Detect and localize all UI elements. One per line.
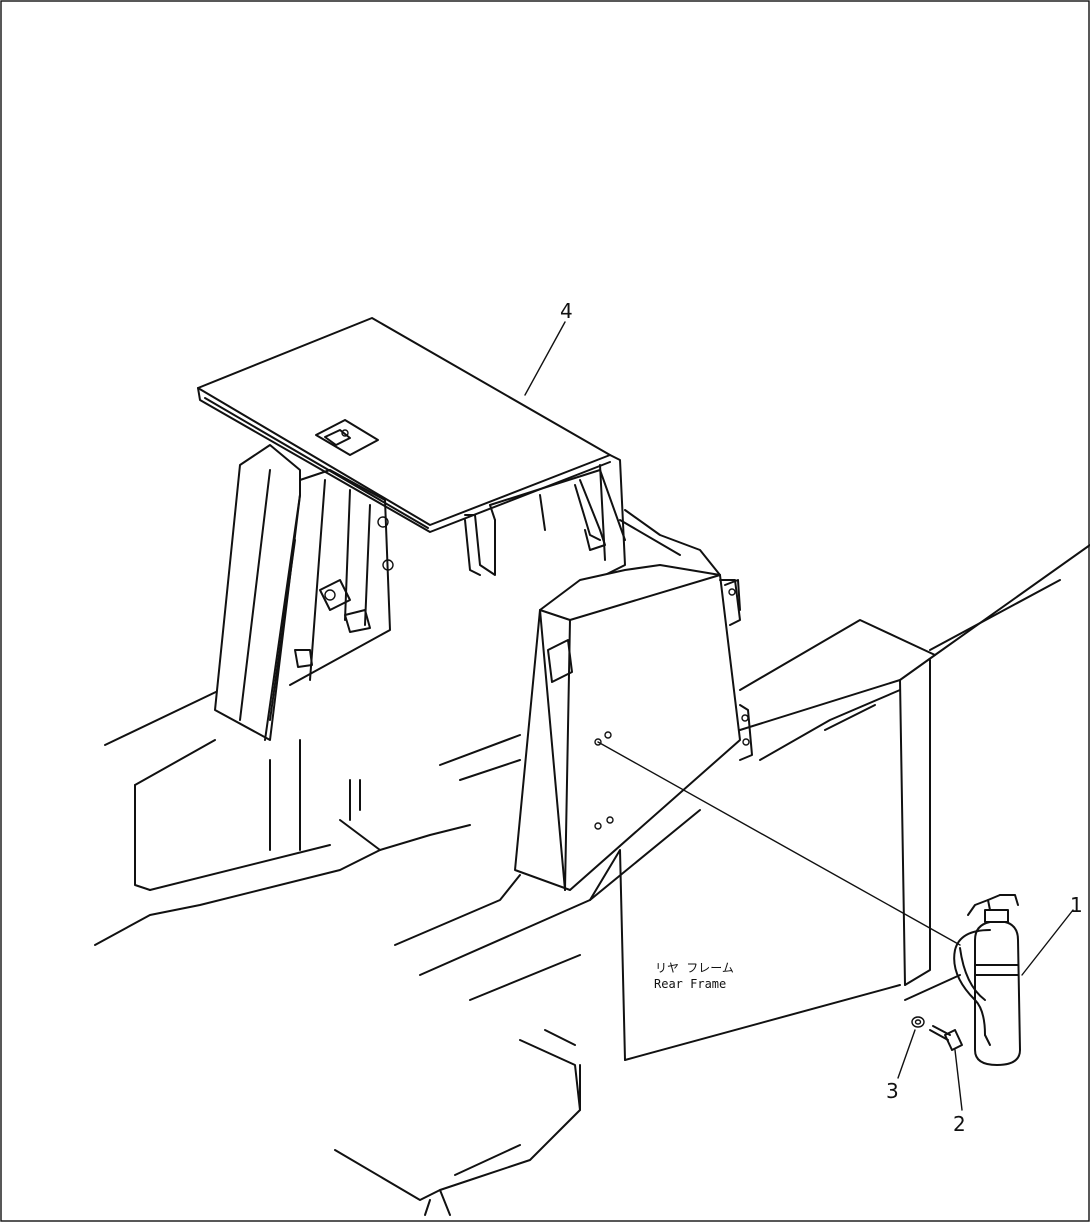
mounting-line [597,741,961,946]
fire-extinguisher-item-1 [953,894,1021,1066]
leader-line-3 [897,1029,916,1079]
frame-label-japanese: リヤ フレーム [655,961,734,975]
leader-line-2 [954,1049,963,1111]
callout-4: 4 [560,299,573,323]
right-pillar [514,509,753,891]
callout-2: 2 [953,1112,966,1136]
cover-plate-item-4 [197,317,626,576]
washer-item-3 [911,1016,925,1028]
bolt-item-2 [929,1025,963,1051]
frame-label-english: Rear Frame [654,977,726,991]
leader-line-4 [524,321,566,396]
callout-1: 1 [1070,893,1083,917]
callout-3: 3 [886,1079,899,1103]
leader-line-1 [1021,909,1074,976]
rear-frame [94,544,1090,1216]
left-pillar [214,444,394,741]
leader-lines [524,321,1074,1111]
